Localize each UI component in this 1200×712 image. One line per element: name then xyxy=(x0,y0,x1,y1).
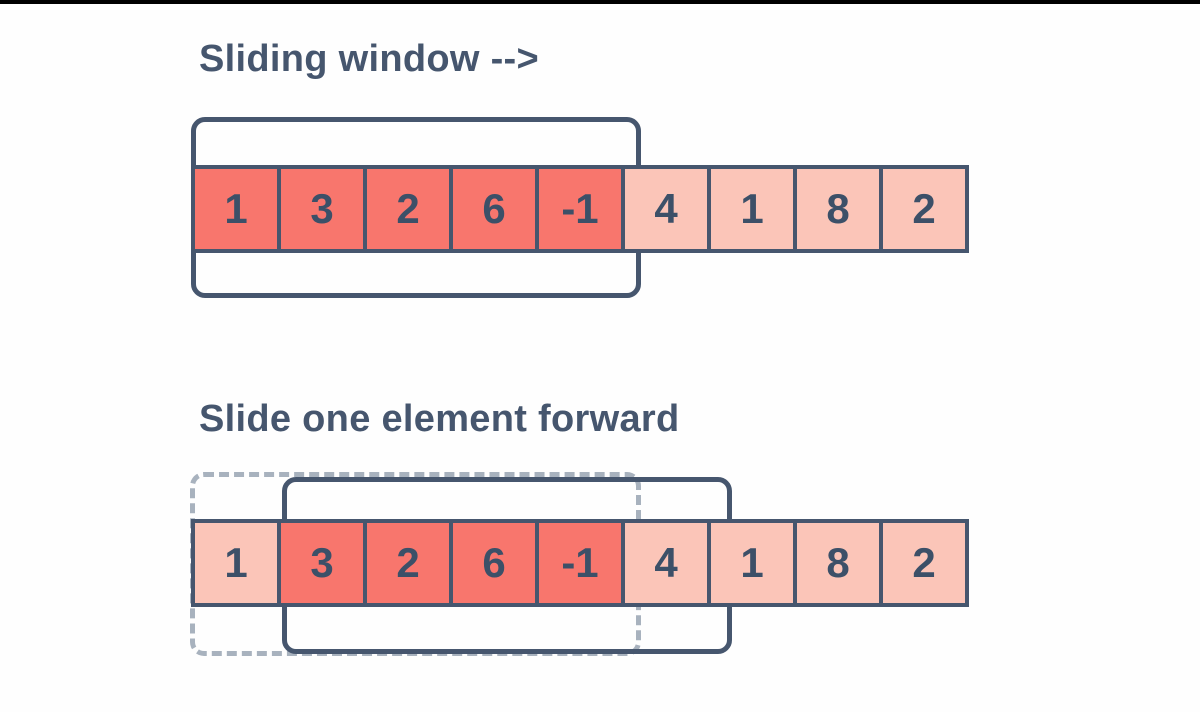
section-caption-slide-forward: Slide one element forward xyxy=(199,398,680,440)
array-cell[interactable]: -1 xyxy=(535,519,625,607)
letterbox-bar-top xyxy=(0,0,1200,4)
cell-value: 4 xyxy=(654,539,678,586)
cell-value: 4 xyxy=(654,185,678,232)
array-cell[interactable]: 1 xyxy=(707,165,797,253)
array-cell[interactable]: 1 xyxy=(191,519,281,607)
array-cell[interactable]: 6 xyxy=(449,165,539,253)
array-cell[interactable]: -1 xyxy=(535,165,625,253)
array-cell[interactable]: 3 xyxy=(277,165,367,253)
cell-value: 2 xyxy=(396,539,420,586)
array-cell[interactable]: 2 xyxy=(879,519,969,607)
array-cell[interactable]: 1 xyxy=(707,519,797,607)
cell-value: 2 xyxy=(396,185,420,232)
array-row-slide-forward: 1 3 2 6 -1 4 1 8 2 xyxy=(191,519,969,607)
cell-value: 6 xyxy=(482,539,506,586)
cell-value: 2 xyxy=(912,539,936,586)
array-row-sliding-window: 1 3 2 6 -1 4 1 8 2 xyxy=(191,165,969,253)
array-cell[interactable]: 8 xyxy=(793,165,883,253)
array-cell[interactable]: 4 xyxy=(621,165,711,253)
cell-value: 8 xyxy=(826,539,850,586)
array-cell[interactable]: 2 xyxy=(363,165,453,253)
cell-value: 3 xyxy=(310,185,334,232)
array-cell[interactable]: 3 xyxy=(277,519,367,607)
array-cell[interactable]: 6 xyxy=(449,519,539,607)
cell-value: -1 xyxy=(561,185,599,232)
array-cell[interactable]: 2 xyxy=(879,165,969,253)
array-cell[interactable]: 1 xyxy=(191,165,281,253)
array-cell[interactable]: 8 xyxy=(793,519,883,607)
cell-value: 6 xyxy=(482,185,506,232)
array-cell[interactable]: 4 xyxy=(621,519,711,607)
cell-value: 1 xyxy=(740,539,764,586)
array-cell[interactable]: 2 xyxy=(363,519,453,607)
cell-value: 1 xyxy=(224,185,248,232)
cell-value: 1 xyxy=(224,539,248,586)
cell-value: -1 xyxy=(561,539,599,586)
cell-value: 2 xyxy=(912,185,936,232)
cell-value: 1 xyxy=(740,185,764,232)
cell-value: 8 xyxy=(826,185,850,232)
cell-value: 3 xyxy=(310,539,334,586)
section-caption-sliding-window: Sliding window --> xyxy=(199,38,539,80)
